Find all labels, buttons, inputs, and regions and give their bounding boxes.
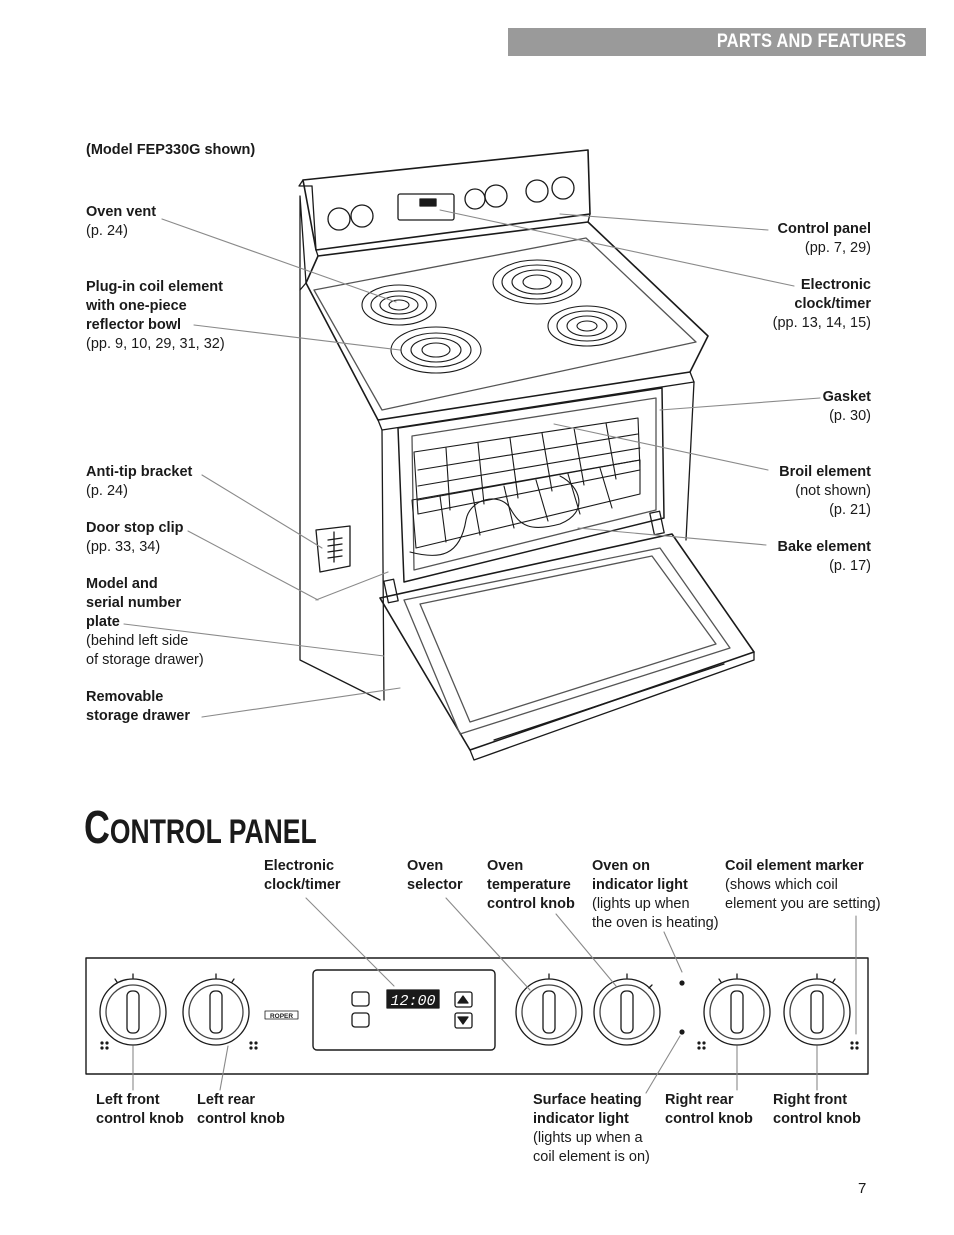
oven-racks <box>409 417 641 556</box>
label-right-rear-knob: Right rear control knob <box>665 1092 753 1127</box>
label-oven-on-light: Oven on indicator light (lights up when … <box>592 858 719 931</box>
label-bake-element: Bake element (p. 17) <box>777 539 872 574</box>
label-model-plate: Model and serial number plate (behind le… <box>86 576 204 668</box>
label-anti-tip: Anti-tip bracket (p. 24) <box>86 464 193 499</box>
label-plug-in-coil: Plug-in coil element with one-piece refl… <box>86 279 225 352</box>
control-panel-diagram <box>85 957 869 1075</box>
label-storage-drawer: Removable storage drawer <box>86 689 190 724</box>
label-control-panel: Control panel (pp. 7, 29) <box>777 221 871 256</box>
label-surface-heating-light: Surface heating indicator light (lights … <box>533 1092 650 1165</box>
oven-temperature-knob <box>593 973 661 1046</box>
left-rear-knob <box>182 973 250 1046</box>
coil-markers <box>100 980 859 1050</box>
coil-elements <box>361 259 627 374</box>
range-body <box>298 149 709 701</box>
oven-selector-knob <box>515 973 583 1046</box>
page-number: 7 <box>858 1180 867 1197</box>
backguard-knobs <box>327 176 575 231</box>
right-front-knob <box>783 973 851 1046</box>
label-electronic-clock: Electronic clock/timer (pp. 13, 14, 15) <box>772 277 871 331</box>
oven-on-indicator-light <box>679 980 685 986</box>
section-header-title: PARTS AND FEATURES <box>716 31 906 52</box>
control-knobs <box>99 973 851 1046</box>
label-left-rear-knob: Left rear control knob <box>197 1092 285 1127</box>
left-front-knob <box>99 973 167 1046</box>
leader-lines-range <box>123 209 821 718</box>
label-left-front-knob: Left front control knob <box>96 1092 184 1127</box>
label-broil-element: Broil element (not shown) (p. 21) <box>779 464 871 518</box>
model-note: (Model FEP330G shown) <box>86 142 256 158</box>
brand-logo: ROPER <box>270 1013 293 1020</box>
label-right-front-knob: Right front control knob <box>773 1092 861 1127</box>
section-title-control-panel: CONTROL PANEL <box>84 801 317 853</box>
oven-door <box>379 510 755 761</box>
anti-tip-bracket <box>315 525 351 573</box>
clock-display: 12:00 <box>390 993 435 1010</box>
surface-heating-indicator-light <box>679 1029 685 1035</box>
label-gasket: Gasket (p. 30) <box>822 389 871 424</box>
label-panel-clock: Electronic clock/timer <box>264 858 341 893</box>
label-door-stop: Door stop clip (pp. 33, 34) <box>86 520 184 555</box>
leader-lines-panel <box>132 897 857 1094</box>
label-oven-temperature: Oven temperature control knob <box>487 858 575 912</box>
label-coil-marker: Coil element marker (shows which coil el… <box>725 858 881 912</box>
section-header: PARTS AND FEATURES <box>508 28 926 56</box>
right-rear-knob <box>703 973 771 1046</box>
label-oven-selector: Oven selector <box>407 858 463 893</box>
label-oven-vent: Oven vent (p. 24) <box>86 204 157 239</box>
